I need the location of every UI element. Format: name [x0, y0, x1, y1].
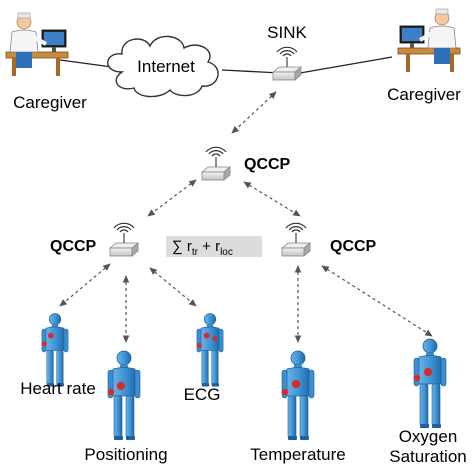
formula-tr-subscript: tr [191, 247, 198, 258]
temperature-label: Temperature [250, 445, 346, 464]
internet-label: Internet [137, 57, 195, 76]
caregiver-left-label: Caregiver [13, 93, 87, 112]
qccp-top-label: QCCP [244, 156, 291, 173]
qccp-right-label: QCCP [330, 238, 377, 255]
ecg-label: ECG [183, 385, 221, 404]
bidirectional-dashed-arrow-icon [243, 181, 301, 217]
caregiver-workstation-icon [4, 11, 70, 78]
body-sensor-icon [212, 336, 218, 342]
patient-body-icon [107, 350, 141, 441]
caregiver-workstation-icon [396, 7, 462, 74]
wireless-links [59, 91, 433, 343]
positioning-label: Positioning [84, 445, 168, 464]
body-sensor-icon [292, 380, 300, 388]
bidirectional-dashed-arrow-icon [147, 179, 197, 217]
qccp-left-label: QCCP [50, 238, 97, 255]
link-caregiver-left-internet [59, 59, 113, 68]
wireless-router-icon [272, 46, 302, 81]
wireless-router-icon [201, 146, 231, 181]
bidirectional-dashed-arrow-icon [321, 265, 433, 337]
bidirectional-dashed-arrow-icon [59, 263, 111, 307]
link-internet-sink [221, 69, 281, 74]
body-sensor-icon [41, 341, 47, 347]
cloud-icon [107, 35, 219, 98]
body-sensor-icon [107, 388, 115, 396]
formula-loc-subscript: loc [220, 247, 233, 258]
caregiver-right-label: Caregiver [387, 85, 461, 104]
bidirectional-dashed-arrow-icon [149, 267, 197, 307]
sink-label: SINK [267, 23, 307, 42]
heart-rate-label: Heart rate [20, 379, 96, 398]
patient-body-icon [196, 313, 224, 387]
link-sink-caregiver-right [299, 56, 393, 74]
wireless-router-icon [109, 222, 139, 257]
body-sensor-icon [413, 374, 421, 382]
body-sensor-icon [424, 368, 432, 376]
body-sensor-icon [196, 342, 202, 348]
bidirectional-dashed-arrow-icon [231, 91, 277, 134]
body-sensor-icon [203, 332, 210, 339]
body-sensor-icon [117, 382, 125, 390]
wired-links [59, 56, 393, 74]
oxygen-label-line2: Saturation [389, 447, 467, 466]
patient-body-icon [413, 338, 447, 429]
patient-body-icon [41, 313, 69, 387]
rate-formula: ∑ rtr + rloc [166, 236, 262, 258]
body-sensor-icon [281, 388, 289, 396]
wireless-router-icon [281, 222, 311, 257]
oxygen-label-line1: Oxygen [398, 427, 458, 446]
formula-plus: + r [197, 238, 221, 255]
formula-sum: ∑ r [172, 238, 192, 255]
patient-body-icon [281, 350, 315, 441]
body-sensor-icon [48, 332, 54, 339]
